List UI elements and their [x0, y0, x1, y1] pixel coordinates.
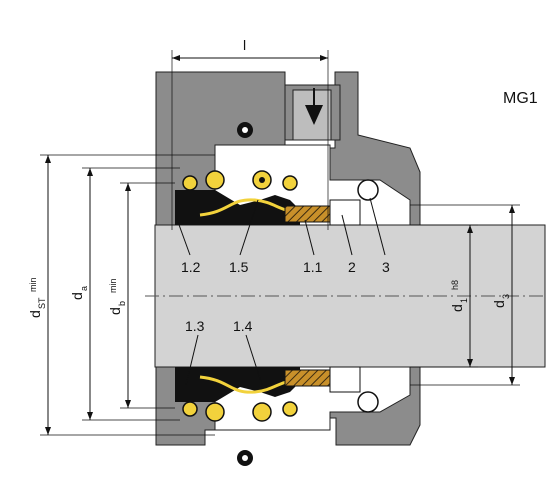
part-label-2: 2 [348, 259, 356, 275]
leader-1-5 [239, 199, 259, 256]
spring-coil-lower-2 [205, 402, 225, 422]
model-title: MG1 [503, 90, 538, 107]
part-label-1-4: 1.4 [233, 318, 253, 334]
svg-text:a: a [79, 286, 89, 291]
svg-text:d: d [69, 292, 85, 300]
spring-coil-upper-1 [182, 175, 198, 191]
spring-coil-upper-4 [282, 175, 298, 191]
dim-dst-label: d ST min [27, 277, 47, 318]
part-label-1-2: 1.2 [181, 259, 201, 275]
bellows-upper [175, 190, 300, 225]
svg-text:min: min [28, 277, 38, 292]
dim-d3-arrow-bottom [509, 377, 515, 385]
svg-text:3: 3 [501, 294, 511, 299]
dim-dst-arrow-top [45, 155, 51, 163]
spring-coil-lower-3 [252, 402, 272, 422]
svg-text:d: d [449, 304, 465, 312]
spring-coil-upper-2 [205, 170, 225, 190]
o-ring-top-hole [242, 127, 248, 133]
seat-upper [329, 199, 361, 226]
seal-face-upper [284, 205, 331, 223]
spring-coil-lower-4 [282, 401, 298, 417]
dim-da-arrow-top [87, 168, 93, 176]
o-ring-bottom-hole [242, 455, 248, 461]
leader-1-3 [185, 334, 199, 386]
dim-db-label: d b min [107, 278, 127, 315]
seat-o-ring-upper [357, 179, 379, 201]
spring-coil-lower-1 [182, 401, 198, 417]
svg-text:d: d [27, 310, 43, 318]
part-label-1-3: 1.3 [185, 318, 205, 334]
part-label-1-5: 1.5 [229, 259, 249, 275]
svg-text:ST: ST [37, 297, 47, 309]
svg-text:d: d [107, 307, 123, 315]
arrow-down-icon [305, 105, 323, 125]
leader-3 [369, 197, 386, 256]
bellows-lower [175, 367, 300, 402]
seat-o-ring-lower [357, 391, 379, 413]
dim-d1-arrow-bottom [467, 359, 473, 367]
dim-d1-label: d 1 h8 [449, 280, 469, 312]
dim-l-label: l [243, 37, 246, 53]
leader-1-4 [245, 334, 263, 386]
leader-1-2 [177, 221, 191, 256]
dim-l-arrow-right [320, 55, 328, 61]
dim-l-arrow-left [172, 55, 180, 61]
svg-text:1: 1 [459, 298, 469, 303]
seat-lower [329, 366, 361, 393]
svg-text:d: d [491, 300, 507, 308]
dim-d1-arrow-top [467, 225, 473, 233]
dim-dst-arrow-bottom [45, 427, 51, 435]
svg-text:b: b [117, 301, 127, 306]
svg-text:h8: h8 [450, 280, 460, 290]
dim-da-arrow-bottom [87, 412, 93, 420]
part-label-3: 3 [382, 259, 390, 275]
dim-d3-label: d 3 [491, 294, 511, 308]
seal-face-lower [284, 369, 331, 387]
part-label-1-1: 1.1 [303, 259, 323, 275]
dim-da-label: d a [69, 286, 89, 300]
dim-db-arrow-bottom [125, 400, 131, 408]
svg-text:min: min [108, 278, 118, 293]
dim-db-arrow-top [125, 183, 131, 191]
dim-d3-arrow-top [509, 205, 515, 213]
spring-dot [259, 177, 265, 183]
leader-1-1 [304, 219, 315, 256]
leader-2 [341, 214, 353, 256]
